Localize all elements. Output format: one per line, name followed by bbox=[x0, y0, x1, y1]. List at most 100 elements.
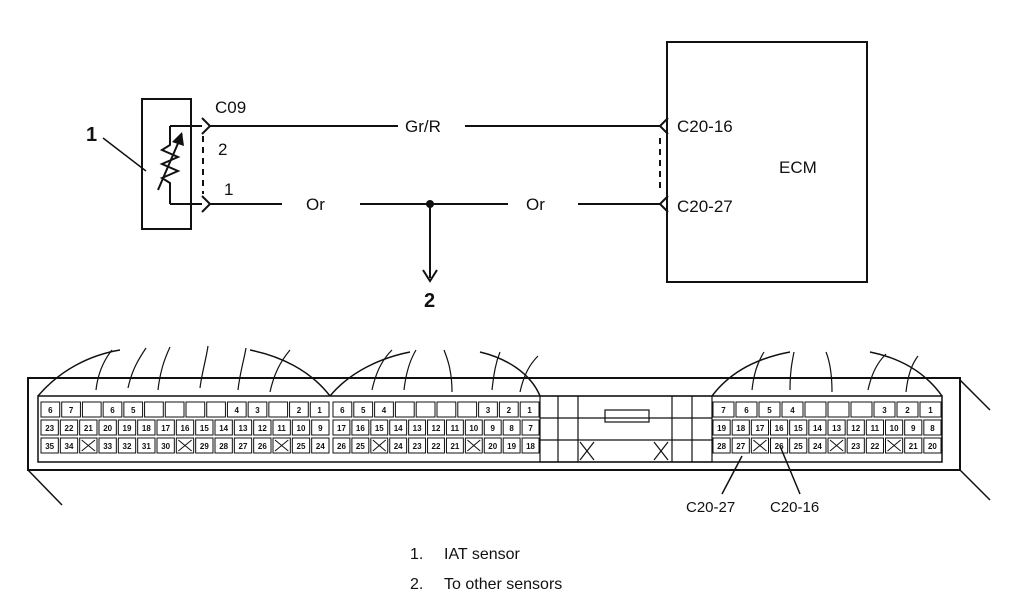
pin-number: 3 bbox=[486, 406, 491, 415]
empty-cavity bbox=[436, 401, 457, 418]
pin-cell bbox=[408, 437, 427, 454]
pin-number: 26 bbox=[337, 442, 346, 451]
pin-number: 20 bbox=[928, 442, 937, 451]
pin-cell bbox=[873, 401, 896, 418]
pin-cell bbox=[865, 419, 884, 436]
pin-number: 15 bbox=[794, 424, 803, 433]
pin-cell bbox=[233, 437, 253, 454]
pin-number: 18 bbox=[526, 442, 535, 451]
pin-cell bbox=[478, 401, 498, 418]
callout-c20-27: C20-27 bbox=[686, 499, 735, 516]
legend-item-2: 2. To other sensors bbox=[410, 570, 562, 600]
pin-cell bbox=[808, 437, 827, 454]
pin-number: 1 bbox=[527, 406, 532, 415]
pin-cell bbox=[519, 401, 540, 418]
pin-cell bbox=[445, 419, 464, 436]
pin-cell bbox=[923, 419, 942, 436]
pin-number: 25 bbox=[356, 442, 365, 451]
wire-bundle-left bbox=[37, 349, 331, 397]
pin-cell bbox=[502, 437, 521, 454]
pin-cell bbox=[919, 401, 942, 418]
pin-number: 10 bbox=[297, 424, 306, 433]
pin-cell bbox=[291, 419, 311, 436]
iat-sensor-box bbox=[141, 98, 192, 230]
pin-number: 17 bbox=[161, 424, 170, 433]
legend-text: IAT sensor bbox=[444, 546, 520, 563]
connector-housing-inner bbox=[37, 395, 943, 463]
branch-arrow bbox=[422, 269, 438, 283]
blocked-cavity-cross bbox=[753, 439, 767, 452]
empty-cavity bbox=[185, 401, 206, 418]
pin-cell bbox=[253, 437, 272, 454]
pin-number: 16 bbox=[356, 424, 365, 433]
pin-number: 26 bbox=[775, 442, 784, 451]
pin-number: 30 bbox=[161, 442, 170, 451]
pin-number: 18 bbox=[736, 424, 745, 433]
pin-cell bbox=[40, 401, 61, 418]
pin-cell bbox=[351, 437, 370, 454]
pin-number: 6 bbox=[48, 406, 53, 415]
blocked-cavity-cross bbox=[467, 439, 481, 452]
pin-number: 14 bbox=[813, 424, 822, 433]
pin-number: 21 bbox=[84, 424, 93, 433]
pin-cell bbox=[40, 437, 59, 454]
pin-cell bbox=[827, 419, 846, 436]
pin-cell bbox=[923, 437, 942, 454]
pin-cell bbox=[40, 419, 59, 436]
pin-cell bbox=[389, 419, 408, 436]
pin-number: 5 bbox=[767, 406, 772, 415]
pin-number: 23 bbox=[851, 442, 860, 451]
pin-cell bbox=[272, 419, 291, 436]
pin-cell bbox=[758, 401, 781, 418]
pin-number: 27 bbox=[239, 442, 248, 451]
pin-cell bbox=[731, 419, 750, 436]
pin-cell bbox=[374, 401, 394, 418]
pin-cell bbox=[712, 419, 731, 436]
pin-cell bbox=[712, 401, 735, 418]
pin-number: 8 bbox=[930, 424, 935, 433]
callout-c20-16: C20-16 bbox=[770, 499, 819, 516]
pin-number: 5 bbox=[361, 406, 366, 415]
pin-cell bbox=[156, 419, 175, 436]
pin-number: 13 bbox=[832, 424, 841, 433]
pin-number: 4 bbox=[382, 406, 387, 415]
pin-cell bbox=[865, 437, 884, 454]
pin-cell bbox=[846, 419, 865, 436]
pin-number: 16 bbox=[181, 424, 190, 433]
pin-cell bbox=[61, 401, 81, 418]
empty-cavity bbox=[464, 437, 483, 454]
empty-cavity bbox=[850, 401, 873, 418]
pin-number: 29 bbox=[200, 442, 209, 451]
pin-number: 6 bbox=[110, 406, 115, 415]
pin-cell bbox=[483, 437, 502, 454]
callout-2-number: 2 bbox=[424, 290, 435, 312]
blocked-cavity-cross bbox=[829, 439, 844, 452]
pin-number: 24 bbox=[813, 442, 822, 451]
pin-cell bbox=[750, 419, 769, 436]
callout-1-leader bbox=[102, 137, 147, 172]
ecm-box bbox=[666, 41, 868, 283]
pin-cell bbox=[156, 437, 175, 454]
ecm-chevron-top bbox=[658, 117, 669, 135]
ground-wire-color-right: Or bbox=[526, 195, 545, 214]
wire-bundle-right bbox=[711, 351, 943, 397]
pin-cell bbox=[117, 437, 137, 454]
pin-number: 19 bbox=[507, 442, 516, 451]
pin-cell bbox=[123, 401, 144, 418]
legend-text: To other sensors bbox=[444, 576, 563, 593]
pin-number: 27 bbox=[736, 442, 745, 451]
pin-cell bbox=[789, 437, 808, 454]
signal-wire-color: Gr/R bbox=[405, 117, 441, 136]
pin-number: 4 bbox=[235, 406, 240, 415]
pin-number: 9 bbox=[911, 424, 916, 433]
connector-chevron-bottom bbox=[201, 195, 212, 213]
pin-number: 2 bbox=[905, 406, 910, 415]
pin-cell bbox=[79, 419, 98, 436]
pin-cell bbox=[351, 419, 370, 436]
pin-number: 34 bbox=[65, 442, 74, 451]
pin-cell bbox=[309, 401, 330, 418]
pin-cell bbox=[521, 437, 540, 454]
pin-cell bbox=[735, 401, 758, 418]
